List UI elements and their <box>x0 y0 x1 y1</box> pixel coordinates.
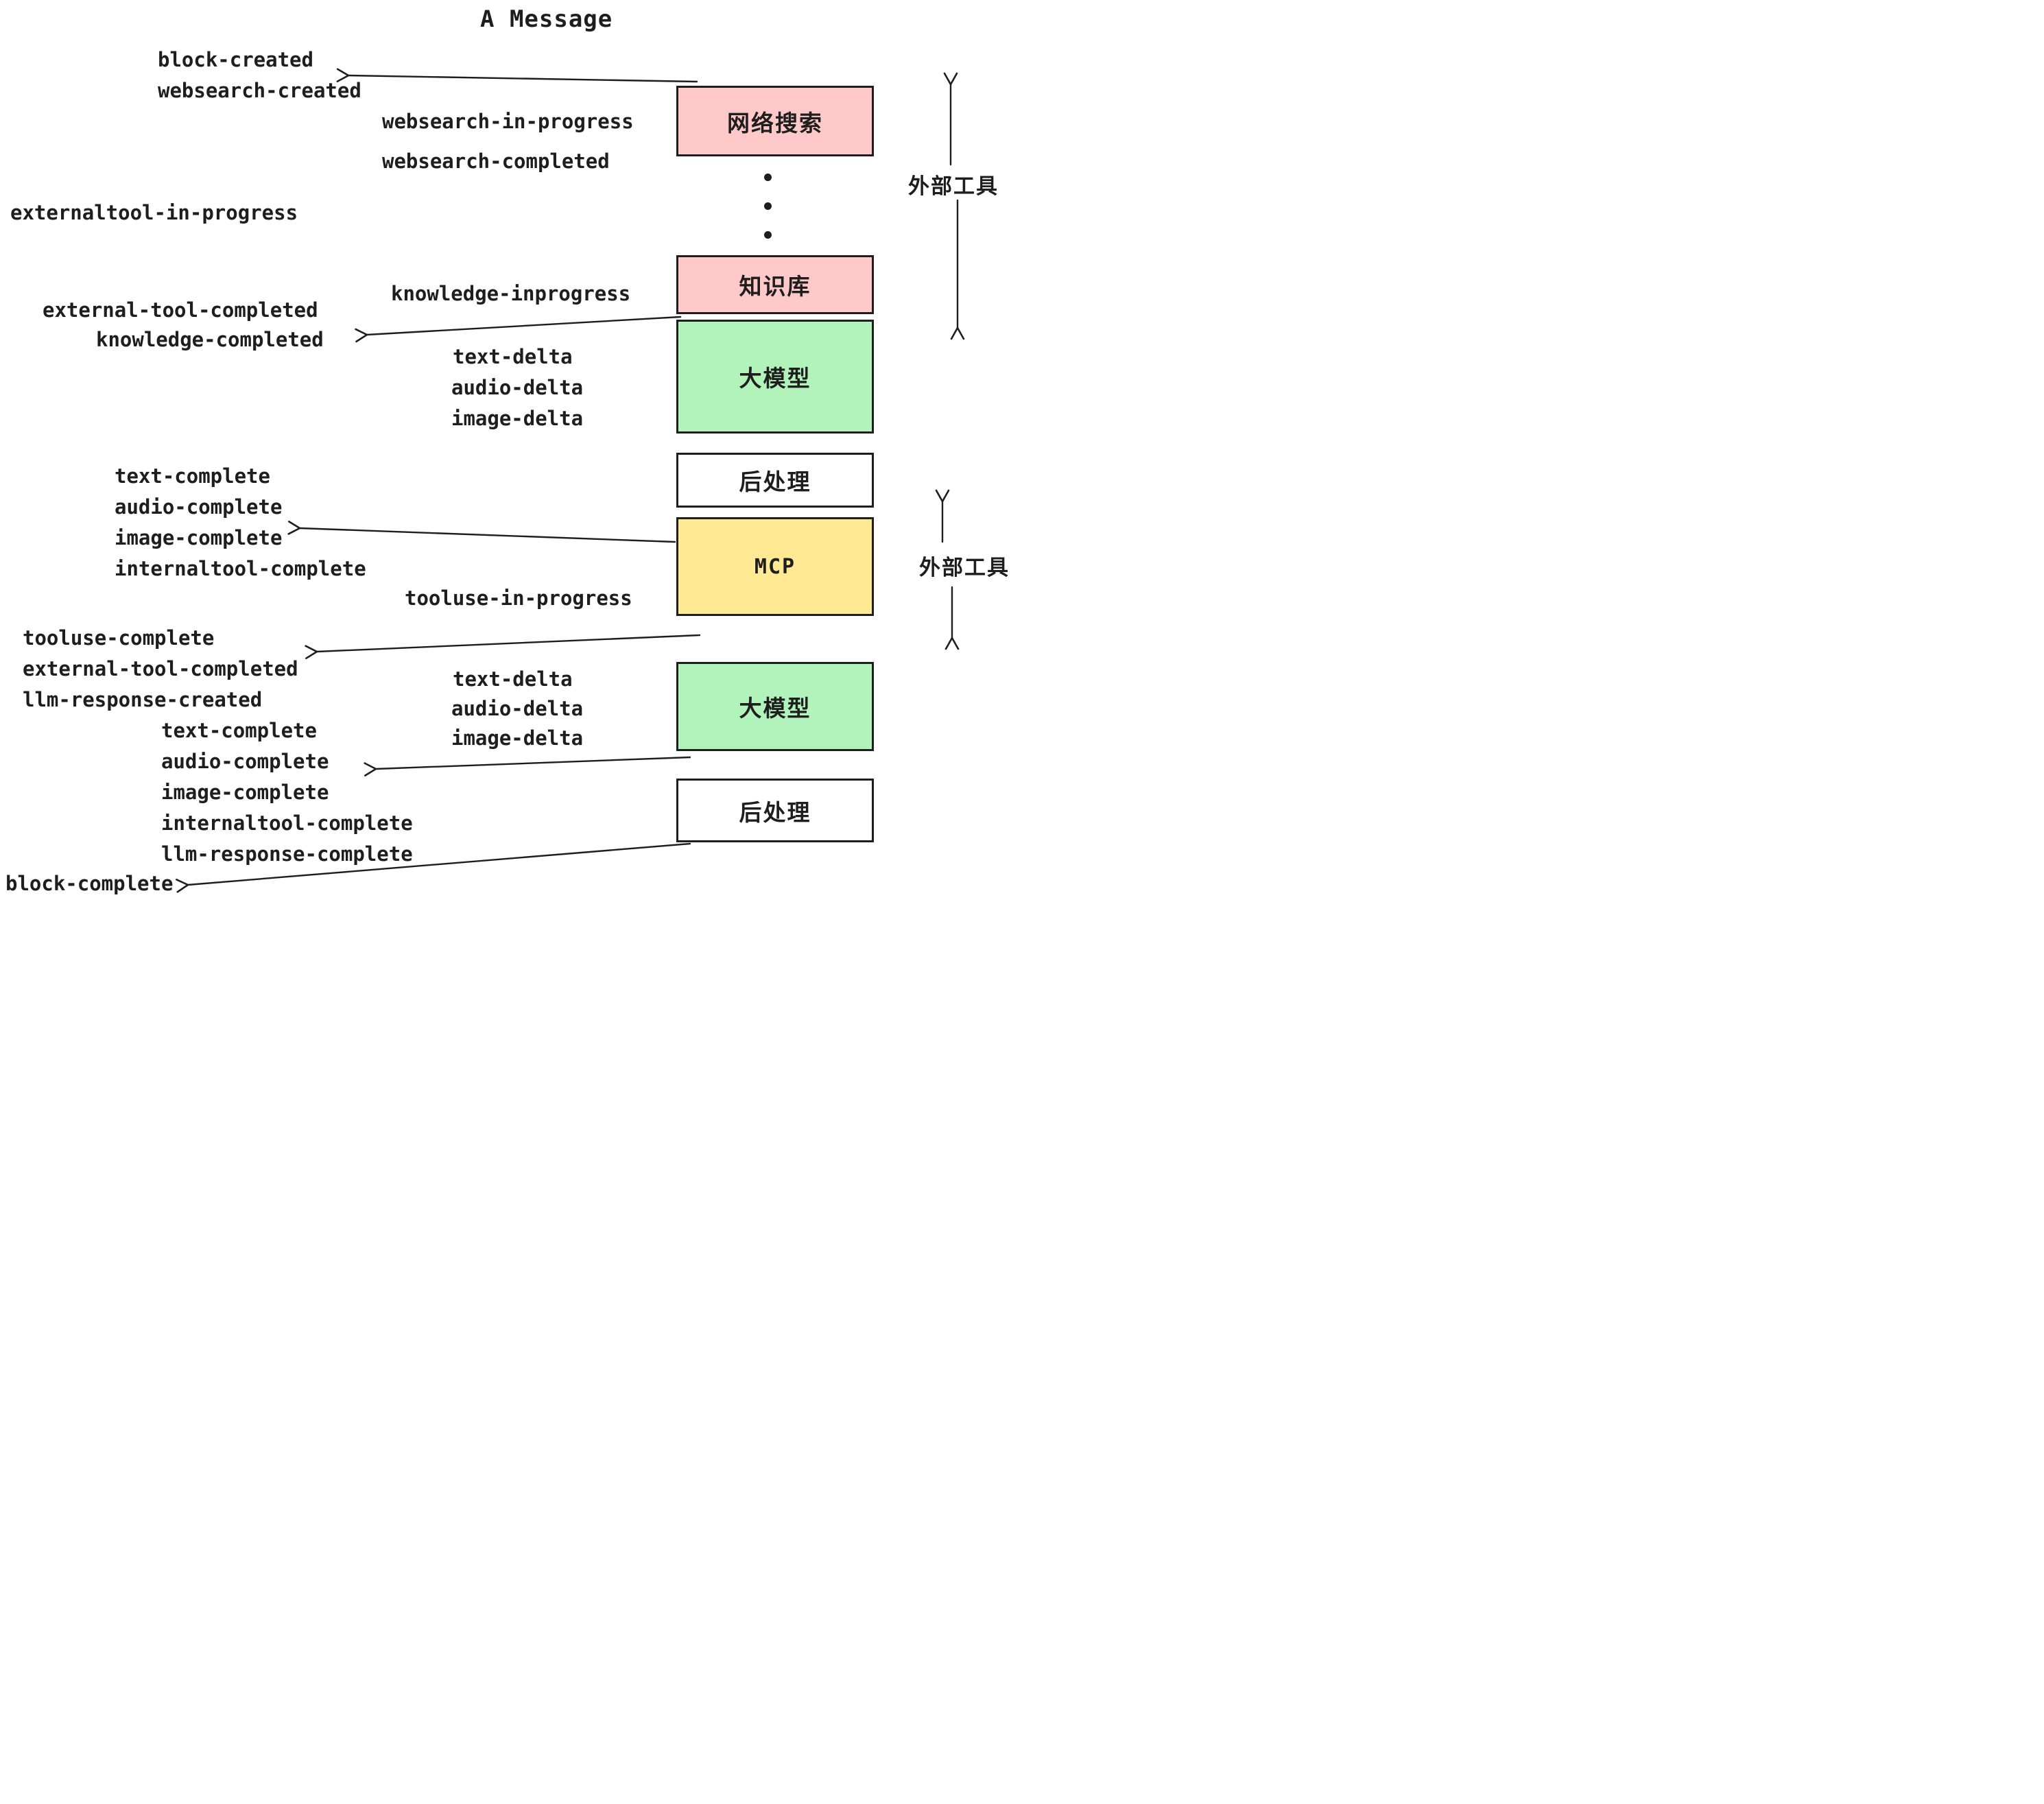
event-label-image-delta-2: image-delta <box>451 726 584 750</box>
event-label-text-complete-2: text-complete <box>161 719 317 742</box>
box-websearch-label: 网络搜索 <box>727 109 823 137</box>
event-label-llm-response-complete: llm-response-complete <box>161 842 413 866</box>
event-label-audio-complete-1: audio-complete <box>115 495 283 519</box>
event-label-audio-delta-2: audio-delta <box>451 697 584 720</box>
event-label-audio-complete-2: audio-complete <box>161 750 329 773</box>
event-label-websearch-in-progress: websearch-in-progress <box>382 110 634 133</box>
box-knowledge: 知识库 <box>676 255 874 314</box>
side-label-external-tools-2: 外部工具 <box>919 556 1010 580</box>
box-postprocess-1-label: 后处理 <box>739 468 811 495</box>
box-postprocess-2-label: 后处理 <box>739 798 811 826</box>
event-label-text-delta-1: text-delta <box>453 345 573 368</box>
arrow-to-block-created <box>336 68 698 83</box>
event-label-external-tool-completed-1: external-tool-completed <box>43 298 318 322</box>
box-mcp-label: MCP <box>754 554 796 579</box>
event-label-block-complete: block-complete <box>5 872 174 895</box>
arrow-to-knowledge-completed <box>355 316 682 343</box>
arrow-to-tooluse-complete <box>305 634 701 659</box>
event-label-websearch-completed: websearch-completed <box>382 150 610 173</box>
ellipsis-dot <box>764 231 772 239</box>
arrow-to-image-complete <box>287 521 676 543</box>
event-label-knowledge-inprogress: knowledge-inprogress <box>391 282 631 305</box>
event-label-image-complete-1: image-complete <box>115 526 283 549</box>
ellipsis-dot <box>764 202 772 210</box>
box-mcp: MCP <box>676 517 874 616</box>
box-llm-2: 大模型 <box>676 662 874 751</box>
event-label-knowledge-completed: knowledge-completed <box>96 328 324 351</box>
diagram-canvas: A Message block-created websearch-create… <box>0 0 1022 902</box>
event-label-tooluse-complete: tooluse-complete <box>23 626 215 650</box>
event-label-image-delta-1: image-delta <box>451 407 584 430</box>
box-websearch: 网络搜索 <box>676 86 874 156</box>
side-label-external-tools-1: 外部工具 <box>908 174 999 199</box>
event-label-externaltool-in-progress: externaltool-in-progress <box>10 201 298 224</box>
diagram-title: A Message <box>480 5 613 33</box>
event-label-image-complete-2: image-complete <box>161 781 329 804</box>
event-label-external-tool-completed-2: external-tool-completed <box>23 657 298 680</box>
box-knowledge-label: 知识库 <box>739 273 811 300</box>
box-llm-1-label: 大模型 <box>739 365 811 392</box>
event-label-llm-response-created: llm-response-created <box>23 688 263 711</box>
box-llm-1: 大模型 <box>676 320 874 434</box>
ellipsis-dot <box>764 174 772 181</box>
event-label-internaltool-complete-2: internaltool-complete <box>161 811 413 835</box>
box-llm-2-label: 大模型 <box>739 695 811 722</box>
event-label-audio-delta-1: audio-delta <box>451 376 584 399</box>
event-label-tooluse-in-progress: tooluse-in-progress <box>405 586 632 610</box>
box-postprocess-2: 后处理 <box>676 779 874 842</box>
event-label-websearch-created: websearch-created <box>158 79 361 102</box>
event-label-text-complete-1: text-complete <box>115 464 270 488</box>
event-label-block-created: block-created <box>158 48 313 71</box>
event-label-text-delta-2: text-delta <box>453 667 573 691</box>
arrow-to-audio-complete <box>364 756 691 776</box>
event-label-internaltool-complete-1: internaltool-complete <box>115 557 366 580</box>
box-postprocess-1: 后处理 <box>676 453 874 508</box>
